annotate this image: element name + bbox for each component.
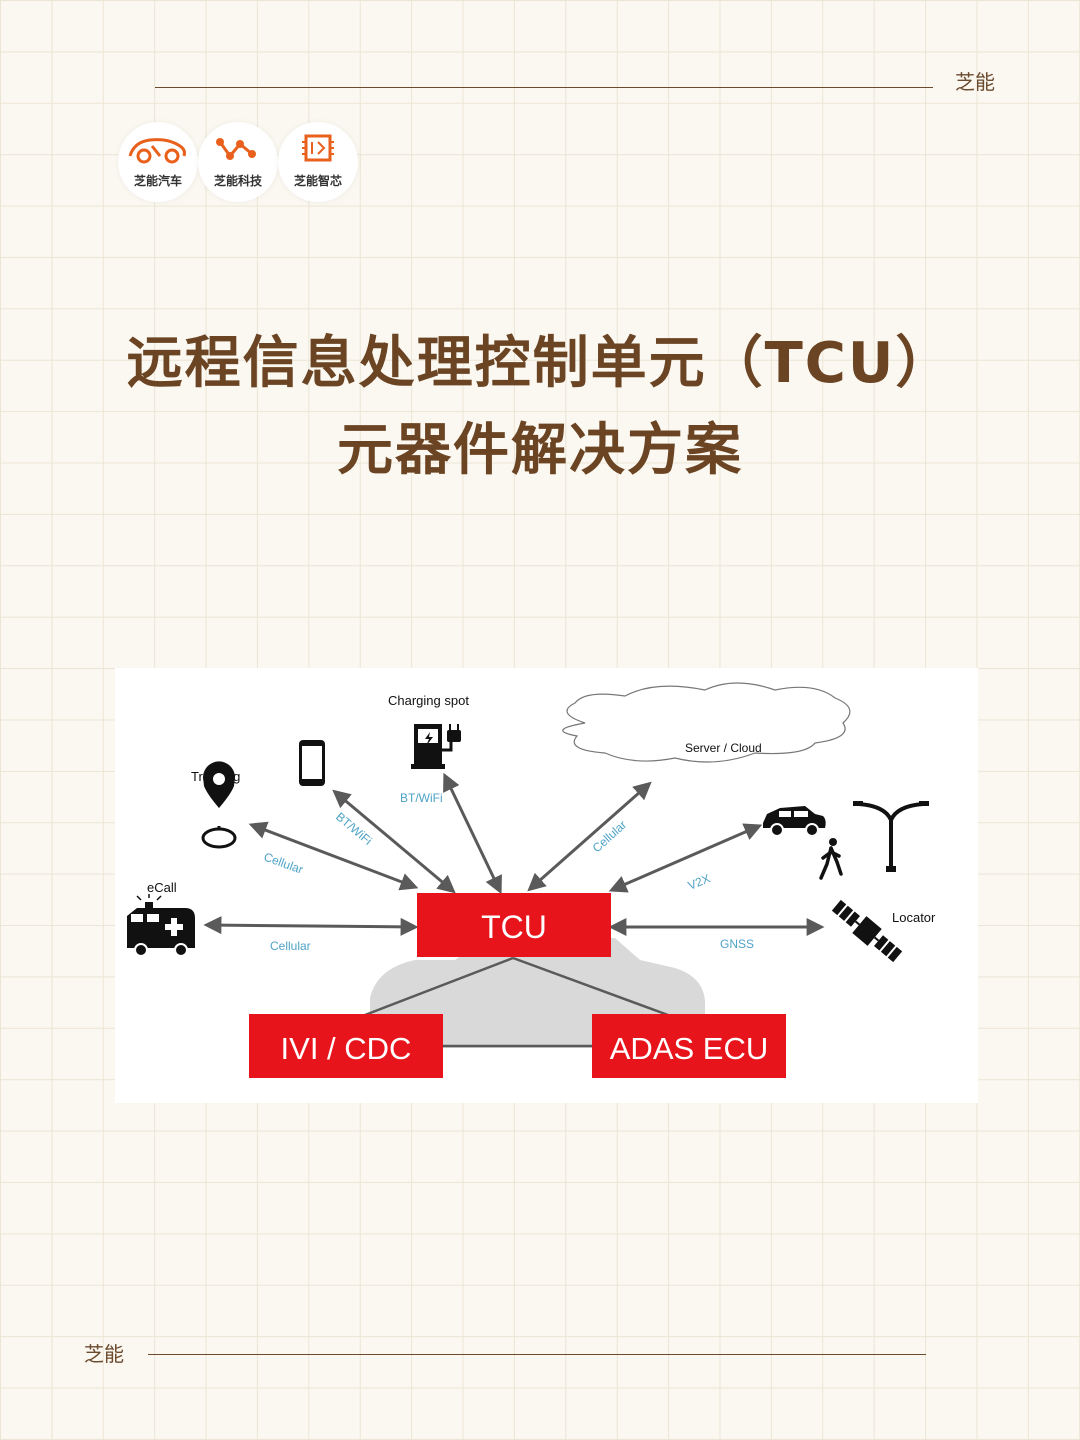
charging-station-icon — [411, 724, 461, 769]
satellite-icon — [831, 899, 903, 963]
adas-label: ADAS ECU — [610, 1031, 768, 1066]
brand-top: 芝能 — [955, 70, 995, 94]
ivi-label: IVI / CDC — [281, 1031, 412, 1066]
ecall-label: eCall — [147, 880, 177, 895]
car-icon — [763, 806, 826, 837]
ambulance-icon — [127, 894, 195, 957]
page-title-line-2: 元器件解决方案 — [337, 418, 743, 483]
arrow-cloud — [527, 781, 652, 892]
page-title-line-1: 远程信息处理控制单元（TCU） — [126, 331, 954, 396]
car-logo-icon — [128, 138, 186, 164]
label-cellular-cloud: Cellular — [590, 818, 630, 856]
link-arrows — [203, 772, 825, 936]
arrow-charging — [443, 772, 502, 895]
tcu-box: TCU — [417, 893, 611, 957]
adas-box: ADAS ECU — [592, 1014, 786, 1078]
ivi-box: IVI / CDC — [249, 1014, 443, 1078]
logo-row: 芝能汽车 芝能科技 芝能智芯 — [118, 122, 358, 202]
phone-icon — [299, 740, 325, 786]
diagram-canvas: Server / Cloud Cellular BT/WiFi BT/WiFi … — [127, 682, 936, 1078]
logo-label: 芝能科技 — [213, 174, 262, 188]
top-rule — [155, 87, 933, 88]
street-light-icon — [853, 801, 929, 872]
pedestrian-icon — [819, 838, 843, 880]
label-bt-phone: BT/WiFi — [333, 810, 375, 848]
brand-bottom: 芝能 — [84, 1342, 124, 1366]
label-cellular-tracking: Cellular — [262, 850, 305, 877]
cloud-shape — [562, 682, 851, 763]
logo-label: 芝能智芯 — [293, 174, 342, 188]
label-gnss: GNSS — [720, 937, 754, 951]
locator-label: Locator — [892, 910, 936, 925]
arrow-v2x — [608, 823, 763, 893]
network-logo-icon — [216, 138, 256, 160]
tcu-architecture-diagram: Server / Cloud Cellular BT/WiFi BT/WiFi … — [115, 668, 978, 1103]
label-v2x: V2X — [686, 871, 712, 892]
charging-spot-label: Charging spot — [388, 693, 469, 708]
tcu-label: TCU — [481, 909, 547, 945]
label-cellular-ecall: Cellular — [270, 939, 311, 953]
arrow-ecall — [203, 916, 419, 936]
logo-car: 芝能汽车 — [118, 122, 198, 202]
arrow-phone — [332, 789, 456, 894]
location-pin-icon — [201, 761, 237, 849]
internal-links — [364, 956, 669, 1048]
logo-chip: 芝能智芯 — [278, 122, 358, 202]
chip-logo-icon — [302, 134, 334, 162]
logo-label: 芝能汽车 — [133, 174, 182, 188]
bottom-rule — [148, 1354, 926, 1355]
logo-network: 芝能科技 — [198, 122, 278, 202]
server-cloud-label: Server / Cloud — [685, 741, 762, 755]
label-bt-charging: BT/WiFi — [400, 791, 443, 805]
